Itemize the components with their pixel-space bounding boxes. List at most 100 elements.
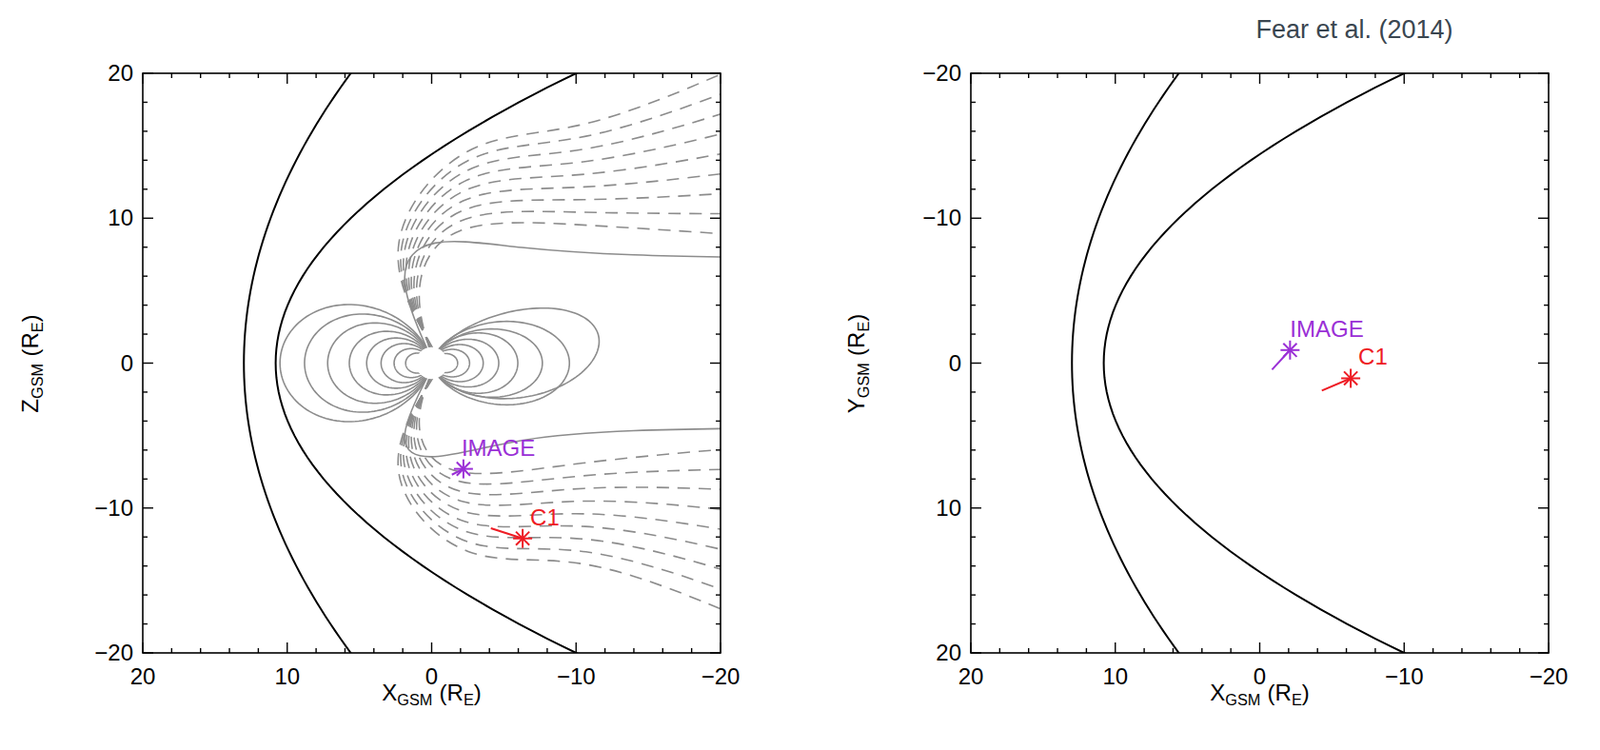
spacecraft-label: C1 xyxy=(1358,343,1388,370)
open-field-lines xyxy=(397,73,721,622)
open-field-line xyxy=(414,377,721,495)
tick-label: −20 xyxy=(701,663,741,690)
tick-label: 20 xyxy=(958,664,985,690)
closed-field-line xyxy=(279,304,428,422)
spacecraft-label: C1 xyxy=(1358,344,1388,370)
tick-label: −20 xyxy=(94,640,134,666)
bow-shock xyxy=(1071,73,1345,653)
bow-shock xyxy=(243,73,517,653)
tick-label: 20 xyxy=(107,60,134,86)
position-star xyxy=(456,462,471,476)
axis-title: YGSM (RE) xyxy=(844,313,873,414)
tick-label: 20 xyxy=(935,639,962,666)
tick-label: 10 xyxy=(107,204,134,231)
citation: Fear et al. (2014) xyxy=(1255,15,1453,44)
plot-frame xyxy=(970,73,1549,653)
axis-title-part: E xyxy=(28,321,46,333)
cluster-c1-spacecraft xyxy=(1322,368,1361,391)
tick-label: 10 xyxy=(107,205,134,231)
axis-title-part: (R xyxy=(17,332,43,356)
tick-label: −20 xyxy=(922,60,962,86)
open-field-line xyxy=(408,377,721,534)
tick-label: 20 xyxy=(130,663,157,690)
tick-label: 0 xyxy=(120,349,134,376)
axis-title: XGSM(RE) xyxy=(381,680,482,710)
axis-ticks xyxy=(970,73,1549,653)
tick-label: −20 xyxy=(1529,663,1569,690)
tick-label: 0 xyxy=(948,349,962,376)
axis-title-part: X xyxy=(381,679,397,706)
axis-title-part: ) xyxy=(474,679,482,706)
tick-label: 0 xyxy=(120,350,134,376)
open-field-line xyxy=(406,377,721,556)
tick-label: 10 xyxy=(274,664,300,690)
open-field-line xyxy=(397,73,721,349)
axis-title: ZGSM(RE) xyxy=(18,314,47,413)
tick-label: 10 xyxy=(935,494,962,521)
spacecraft-label: C1 xyxy=(530,504,560,530)
axis-title-part: GSM xyxy=(1224,691,1261,709)
tick-label: −20 xyxy=(94,639,134,666)
closed-field-line xyxy=(349,331,426,396)
tick-label: 20 xyxy=(958,663,985,690)
image-spacecraft xyxy=(1271,340,1300,371)
tick-label: −10 xyxy=(1384,664,1424,690)
spacecraft-label: IMAGE xyxy=(461,434,535,460)
open-field-line xyxy=(397,377,721,622)
tick-label: −20 xyxy=(701,664,741,690)
closed-field-line xyxy=(436,308,600,399)
open-field-line xyxy=(400,83,721,350)
tick-label: 10 xyxy=(1102,663,1128,690)
axis-title-part: ) xyxy=(843,313,870,321)
field-lines xyxy=(279,241,721,457)
closed-field-line xyxy=(438,338,499,387)
open-field-line xyxy=(411,170,721,349)
tick-label: −10 xyxy=(94,495,134,521)
tick-label: 0 xyxy=(1253,664,1266,690)
tick-label: 20 xyxy=(935,640,962,666)
closed-field-line xyxy=(327,322,427,403)
magnetopause xyxy=(276,73,721,653)
position-star xyxy=(1283,343,1297,357)
open-field-line xyxy=(416,211,721,349)
axis-title-part: Y xyxy=(843,397,870,414)
axis-title-part: Z xyxy=(17,397,43,413)
axis-title-part: E xyxy=(854,320,872,332)
citation: Fear et al. (2014) xyxy=(1255,16,1453,45)
panel-plot xyxy=(1071,73,1549,653)
tick-label: −20 xyxy=(922,59,962,86)
image-spacecraft xyxy=(452,459,474,479)
earth xyxy=(415,347,448,379)
tick-label: −10 xyxy=(556,664,596,690)
tick-label: 0 xyxy=(425,663,438,690)
tick-label: −10 xyxy=(1384,663,1424,690)
axis-title-part: (R xyxy=(1267,679,1292,706)
tick-label: −10 xyxy=(94,494,134,521)
panel-plot xyxy=(243,73,721,653)
tick-label: 10 xyxy=(274,663,300,690)
axis-title-part: GSM xyxy=(854,362,872,398)
orbit-track xyxy=(1322,377,1351,391)
axis-title-part: E xyxy=(463,691,475,709)
open-field-line xyxy=(408,148,721,349)
open-field-line xyxy=(416,377,721,485)
closed-field-line xyxy=(304,314,427,413)
axis-title-part: (R xyxy=(843,331,870,356)
open-field-line xyxy=(411,377,721,514)
open-field-line xyxy=(418,377,721,475)
spacecraft-label: IMAGE xyxy=(461,434,535,460)
tick-label: 20 xyxy=(107,59,134,86)
cluster-c1-spacecraft xyxy=(491,528,533,549)
tick-label: 10 xyxy=(935,495,962,521)
open-field-line xyxy=(400,377,721,600)
plot-frame xyxy=(142,73,721,653)
tail-field-line xyxy=(404,241,721,350)
axis-title-part: GSM xyxy=(396,691,433,709)
position-star xyxy=(515,532,530,546)
spacecraft-label: IMAGE xyxy=(1289,316,1363,341)
tick-label: 0 xyxy=(948,350,962,376)
tail-field-line xyxy=(404,376,721,457)
spacecraft-label: IMAGE xyxy=(1289,315,1363,341)
open-field-line xyxy=(418,222,721,349)
